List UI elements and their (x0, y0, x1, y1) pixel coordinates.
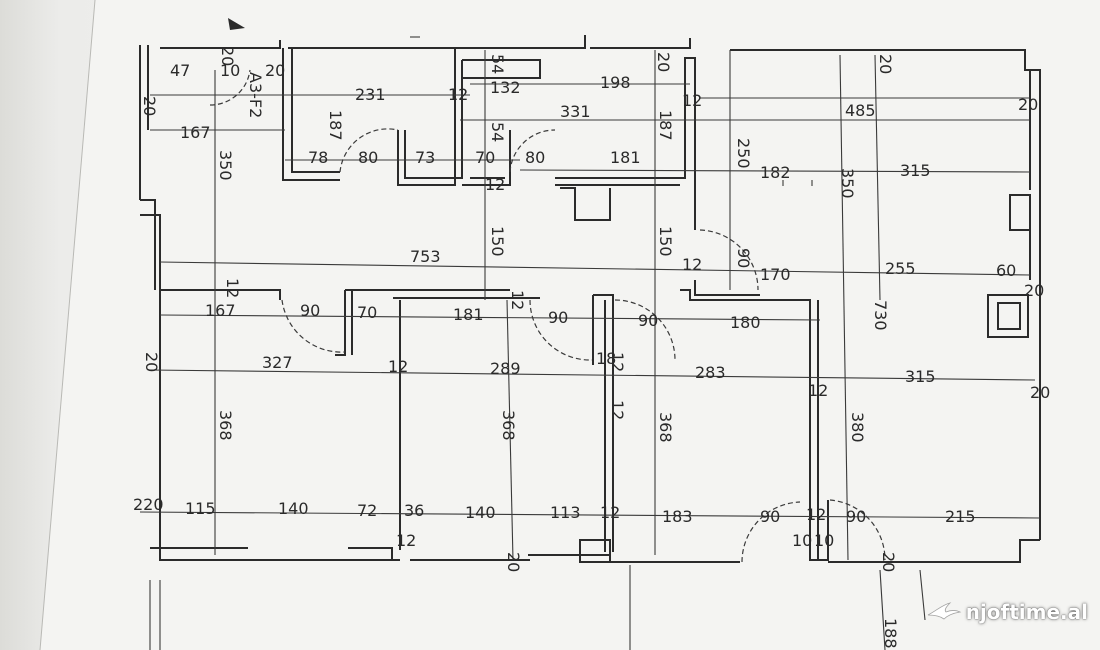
dim-label: 20 (876, 54, 895, 74)
dim-label: 368 (216, 410, 235, 441)
dim-label: 70 (357, 303, 377, 322)
watermark-text: njoftime.al (965, 600, 1088, 624)
dim-label: 198 (600, 73, 631, 92)
dim-label: 12 (808, 381, 828, 400)
dim-label: 115 (185, 499, 216, 518)
dim-label: 289 (490, 359, 521, 378)
dim-label: 215 (945, 507, 976, 526)
dim-label: 90 (734, 248, 753, 268)
dim-label: 331 (560, 102, 591, 121)
dim-label: 187 (656, 110, 675, 141)
dim-label: 753 (410, 247, 441, 266)
dim-label: 167 (205, 301, 236, 320)
dim-label: 187 (326, 110, 345, 141)
dim-label: 315 (905, 367, 936, 386)
dim-label: 255 (885, 259, 916, 278)
dim-label: 90 (846, 507, 866, 526)
swallow-logo-icon (927, 602, 961, 620)
dim-label: 20 (142, 352, 161, 372)
dim-label: 181 (610, 148, 641, 167)
entrance-marker-icon (228, 18, 245, 30)
dim-label: 10 (814, 531, 834, 550)
dim-label: 182 (760, 163, 791, 182)
dim-label: 140 (278, 499, 309, 518)
dim-label: 20 (265, 61, 285, 80)
dim-label: 12 (682, 255, 702, 274)
dim-label: 47 (170, 61, 190, 80)
outer-walls (139, 35, 1041, 563)
dim-label: 12 (608, 352, 627, 372)
dim-label: 12 (806, 505, 826, 524)
paper-edge (39, 0, 96, 650)
dim-label: 80 (525, 148, 545, 167)
dim-label: 250 (734, 138, 753, 169)
dim-label: 60 (996, 261, 1016, 280)
dim-label: 327 (262, 353, 293, 372)
dim-label: 132 (490, 78, 521, 97)
dim-label: 180 (730, 313, 761, 332)
dim-label: 12 (485, 175, 505, 194)
room-tag: A3-F2 (246, 72, 265, 118)
dim-label: 20 (218, 46, 237, 66)
dim-label: 140 (465, 503, 496, 522)
dim-label: 54 (488, 122, 507, 142)
dim-label: 183 (662, 507, 693, 526)
dim-label: 70 (475, 148, 495, 167)
dim-label: 231 (355, 85, 386, 104)
dim-label: 90 (548, 308, 568, 327)
dim-label: 113 (550, 503, 581, 522)
door-swings (209, 69, 886, 563)
dim-label: 18 (596, 349, 616, 368)
dim-label: 12 (448, 85, 468, 104)
dim-label: 730 (871, 300, 890, 331)
dim-label: 10 (792, 531, 812, 550)
dim-label: 167 (180, 123, 211, 142)
dim-label: 80 (358, 148, 378, 167)
dim-label: 181 (453, 305, 484, 324)
dim-label: 20 (504, 552, 523, 572)
paper-sheet (40, 0, 1100, 650)
dim-label: 20 (1024, 281, 1044, 300)
dim-label: 90 (760, 507, 780, 526)
dim-label: 283 (695, 363, 726, 382)
dim-label: 12 (682, 91, 702, 110)
dimension-lines (139, 36, 1041, 650)
dim-label: 12 (388, 357, 408, 376)
dim-label: 78 (308, 148, 328, 167)
dim-label: 315 (900, 161, 931, 180)
dim-label: 188 (881, 618, 900, 649)
dim-label: 20 (1018, 95, 1038, 114)
dim-label: 73 (415, 148, 435, 167)
dim-label: 12 (608, 400, 627, 420)
dim-label: 12 (396, 531, 416, 550)
dim-label: 170 (760, 265, 791, 284)
dimension-labels: 47 10 20 20 231 12 132 198 20 54 20 485 … (133, 46, 1050, 649)
dim-label: 36 (404, 501, 424, 520)
dim-label: 350 (838, 168, 857, 199)
dim-label: 20 (879, 552, 898, 572)
dim-label: 220 (133, 495, 164, 514)
dim-label: 12 (223, 278, 242, 298)
dim-label: 12 (600, 503, 620, 522)
dim-label: 10 (220, 61, 240, 80)
interior-walls (160, 48, 1031, 563)
dim-label: 12 (508, 290, 527, 310)
dim-label: 150 (656, 226, 675, 257)
dim-label: 368 (656, 412, 675, 443)
dim-label: 54 (488, 54, 507, 74)
dim-label: 90 (638, 311, 658, 330)
dim-label: 150 (488, 226, 507, 257)
dim-label: 368 (499, 410, 518, 441)
dim-label: 72 (357, 501, 377, 520)
dim-label: 20 (1030, 383, 1050, 402)
watermark: njoftime.al (926, 600, 1088, 624)
dim-label: 20 (140, 96, 159, 116)
dim-label: 485 (845, 101, 876, 120)
dim-label: 20 (654, 52, 673, 72)
dim-label: 90 (300, 301, 320, 320)
dim-label: 380 (848, 412, 867, 443)
dim-label: 350 (216, 150, 235, 181)
